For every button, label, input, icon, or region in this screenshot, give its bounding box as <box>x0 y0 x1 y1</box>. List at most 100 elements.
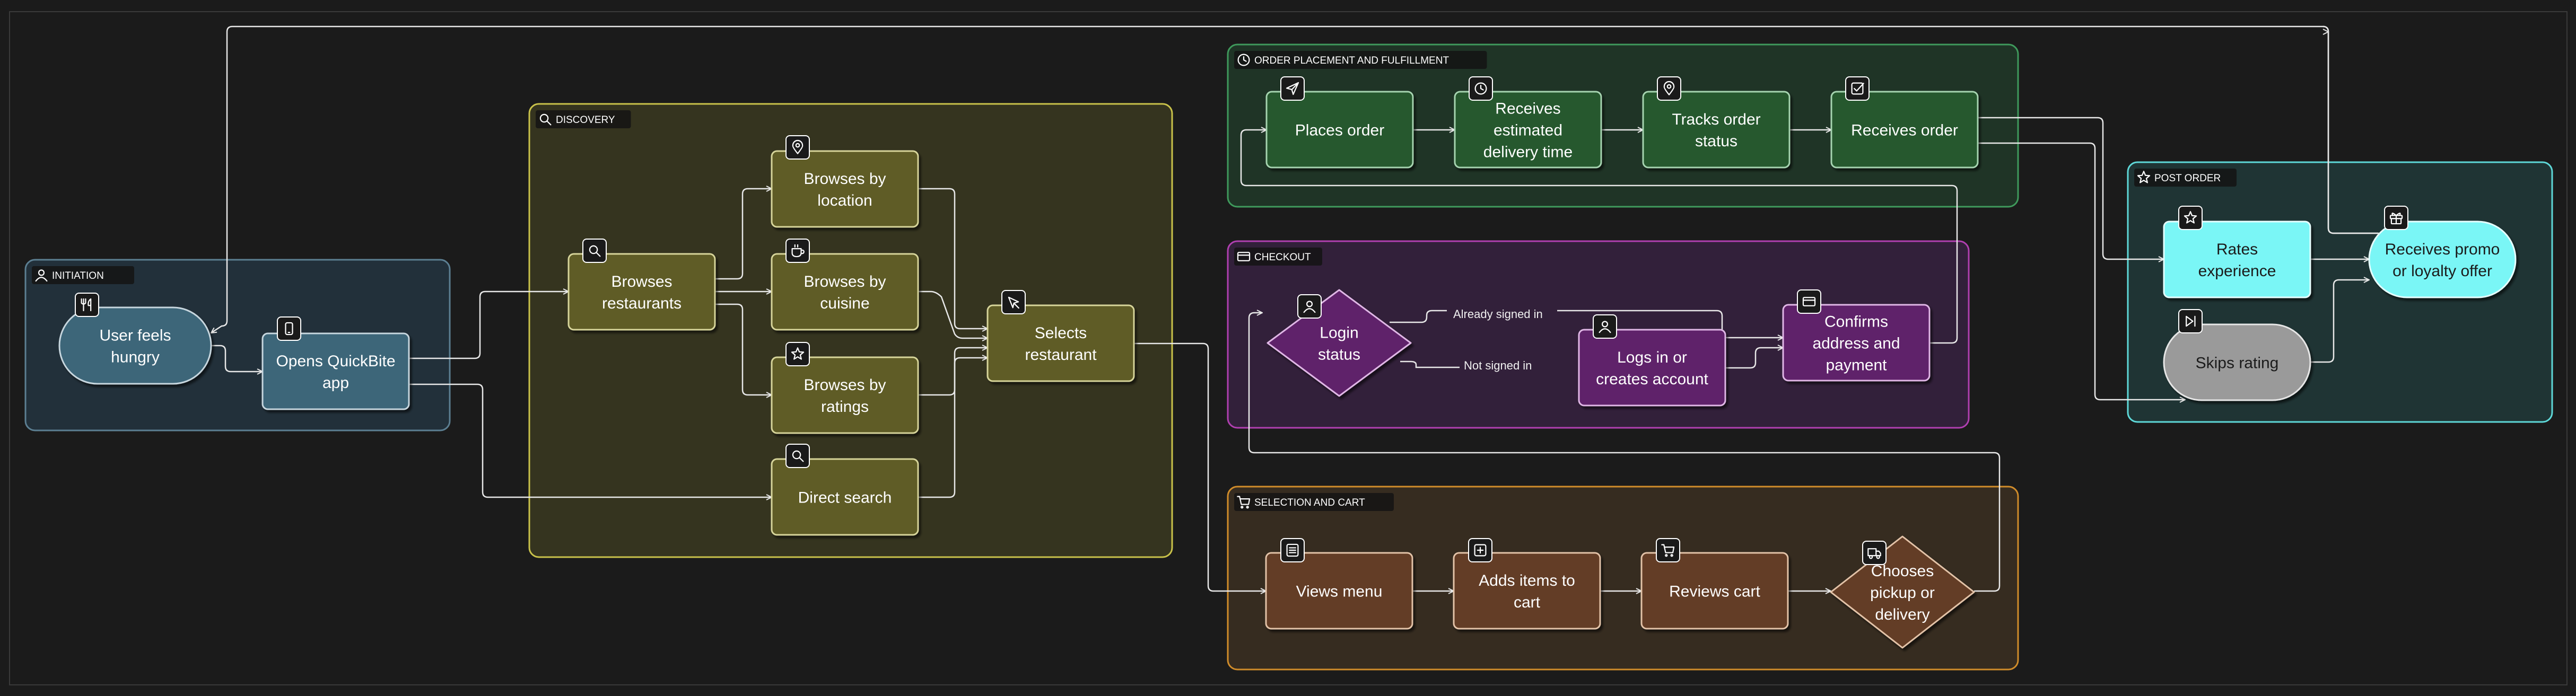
pointer-icon <box>1008 296 1019 309</box>
node-icon-badge <box>785 444 810 468</box>
edge-receives-to-rates <box>1978 117 2164 259</box>
node-label: Login <box>1320 324 1358 342</box>
node-icon-badge <box>785 135 810 160</box>
card-icon <box>1802 297 1816 306</box>
node-icon-badge <box>1297 294 1322 319</box>
node-label: Receives promo <box>2385 241 2500 258</box>
group-selection: SELECTION AND CART <box>1227 486 2019 671</box>
node-icon-badge <box>1657 76 1681 101</box>
group-post-title: POST ORDER <box>2154 173 2221 184</box>
node-label: Logs in or <box>1617 349 1687 366</box>
node-icon-badge <box>785 342 810 366</box>
pin-icon <box>1663 81 1675 95</box>
edge-opens-to-browse <box>409 292 569 359</box>
node-browse-rest[interactable]: Browses restaurants <box>567 239 716 331</box>
edge-opens-to-direct <box>409 383 772 497</box>
star-icon <box>791 347 805 360</box>
node-label: Rates <box>2216 241 2258 258</box>
node-label: app <box>322 374 349 392</box>
node-icon-badge <box>1280 538 1305 562</box>
search-icon <box>792 450 804 462</box>
gift-icon <box>2389 213 2403 225</box>
edge-login-not-to-logs <box>1400 360 1551 367</box>
group-initiation-icon <box>35 269 48 282</box>
node-icon-badge <box>582 239 607 263</box>
node-reviews[interactable]: Reviews cart <box>1640 538 1789 630</box>
node-label: or loyalty offer <box>2392 262 2492 280</box>
node-label: Opens QuickBite <box>276 353 395 370</box>
node-views[interactable]: Views menu <box>1265 538 1413 630</box>
node-icon-badge <box>785 239 810 263</box>
skip-icon <box>2186 315 2196 327</box>
node-label: restaurant <box>1025 346 1097 364</box>
node-promo[interactable]: Receives promo or loyalty offer <box>2368 206 2517 298</box>
group-initiation-title: INITIATION <box>52 270 104 281</box>
send-icon <box>1286 82 1299 95</box>
node-icon-badge <box>1862 541 1887 565</box>
group-checkout-icon <box>1237 252 1251 261</box>
node-icon-badge <box>1280 76 1305 101</box>
search-icon <box>589 245 601 257</box>
node-label: Browses by <box>804 273 886 290</box>
menu-icon <box>1286 543 1299 557</box>
node-label: experience <box>2198 262 2276 280</box>
edge-receives-to-skips <box>1978 142 2185 400</box>
node-icon-badge <box>1656 538 1680 562</box>
node-label: Places order <box>1295 122 1384 139</box>
node-label: Chooses <box>1871 562 1934 580</box>
edge-browse-to-ratings <box>715 303 772 395</box>
star-icon <box>2184 211 2197 224</box>
edge-label-not-signed-in: Not signed in <box>1460 359 1553 372</box>
node-label: restaurants <box>602 295 682 312</box>
node-icon-badge <box>2384 206 2408 230</box>
node-label: Views menu <box>1296 583 1383 601</box>
group-post-icon <box>2137 171 2151 183</box>
node-icon-badge <box>2178 206 2203 230</box>
node-places[interactable]: Places order <box>1265 76 1414 169</box>
node-opens[interactable]: Opens QuickBite app <box>261 316 410 410</box>
node-label: User feels <box>99 327 171 345</box>
node-direct[interactable]: Direct search <box>771 444 919 536</box>
node-icon-badge <box>1593 314 1617 339</box>
node-label: location <box>817 192 872 209</box>
edge-hungry-to-opens <box>211 345 263 372</box>
edge-loc-to-selects <box>918 188 988 329</box>
node-label: address and <box>1812 335 1900 353</box>
node-label: Browses <box>611 273 672 290</box>
node-label: pickup or <box>1870 584 1935 602</box>
node-label: Tracks order <box>1672 111 1760 128</box>
node-label: Adds items to <box>1479 572 1575 589</box>
node-label: delivery time <box>1483 144 1573 161</box>
node-selects[interactable]: Selects restaurant <box>986 290 1135 382</box>
node-skips[interactable]: Skips rating <box>2163 309 2311 401</box>
pin-icon <box>792 139 804 154</box>
plus-icon <box>1474 544 1487 557</box>
utensils-icon <box>81 298 92 312</box>
node-label: Confirms <box>1824 313 1888 331</box>
user-icon <box>1599 321 1611 333</box>
node-receives[interactable]: Receives order <box>1830 76 1979 169</box>
cup-icon <box>791 244 805 258</box>
edge-chooses-to-login <box>1248 313 2001 592</box>
edge-direct-to-selects <box>918 358 988 498</box>
node-label: estimated <box>1494 122 1562 139</box>
edge-cuisine-to-selects <box>918 290 988 338</box>
edge-selects-to-views <box>1134 342 1266 591</box>
node-label: Direct search <box>798 489 892 507</box>
node-icon-badge <box>1468 538 1492 562</box>
node-label: Browses by <box>804 376 886 394</box>
node-label: Selects <box>1035 324 1087 342</box>
node-label: Reviews cart <box>1669 583 1760 601</box>
node-rates[interactable]: Rates experience <box>2163 206 2311 298</box>
